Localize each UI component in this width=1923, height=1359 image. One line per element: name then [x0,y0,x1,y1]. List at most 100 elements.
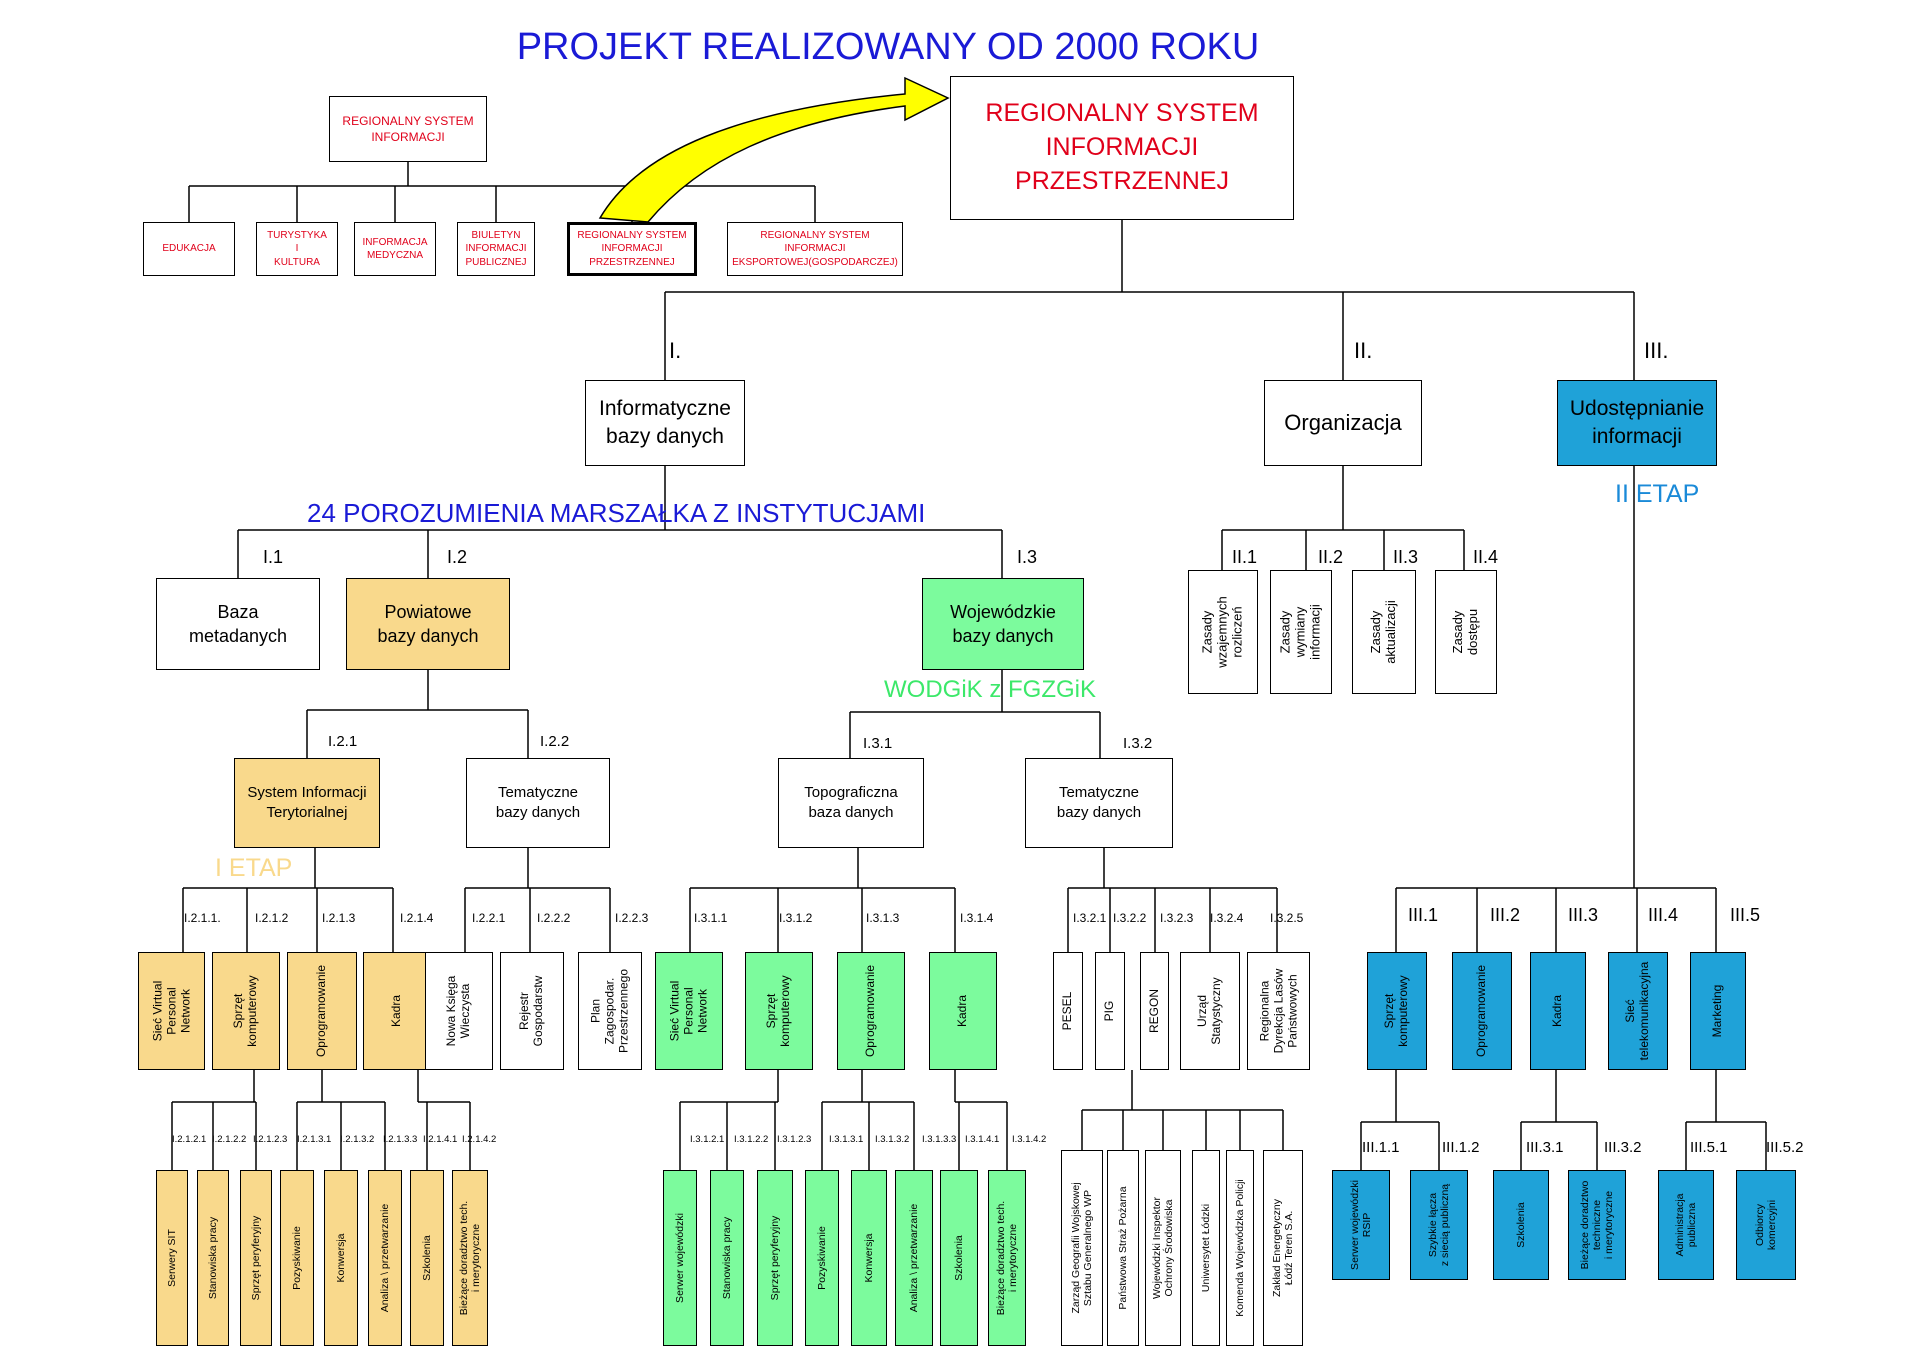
i21-child-num-1: I.2.1.2 [255,911,289,925]
i31-child-num-3: I.3.1.4 [960,911,994,925]
green-leaf-num-3: I.3.1.3.1 [829,1134,864,1145]
i31-child-box-0-label: Sieć Virtual Personal Network [667,980,709,1042]
i32-child-box-4: Regionalna Dyrekcja Lasów Państwowych [1247,952,1310,1070]
i31-child-box-2-label: Oprogramowanie [863,964,878,1058]
i21-child-box-0-label: Sieć Virtual Personal Network [149,980,192,1042]
i32-num: I.3.2 [1123,735,1153,752]
i31-child-box-2: Oprogramowanie [837,952,905,1070]
i31-child-num-2: I.3.1.3 [866,911,900,925]
access-child-num-1: III.2 [1490,905,1521,925]
i31-child-box-3: Kadra [929,952,997,1070]
branch-2-num: II. [1354,338,1373,363]
green-leaf-box-1-label: Stanowiska pracy [720,1216,733,1300]
i32-box: Tematyczne bazy danych [1025,758,1173,848]
agreements-label: 24 POROZUMIENIA MARSZAŁKA Z INSTYTUCJAMI [307,498,926,528]
rsi-child-box-4: REGIONALNY SYSTEM INFORMACJI PRZESTRZENN… [567,222,697,276]
i32-child-num-0: I.3.2.1 [1073,911,1107,925]
access-leaf-box-2: Szkolenia [1493,1170,1549,1280]
access-leaf-box-0-label: Serwer wojewódzki RSIP [1348,1180,1373,1270]
green-leaf-num-7: I.3.1.4.2 [1012,1134,1047,1145]
i31-child-box-0: Sieć Virtual Personal Network [655,952,723,1070]
rsi-child-box-0: EDUKACJA [143,222,235,276]
access-child-num-4: III.5 [1730,905,1761,925]
i22-child-num-2: I.2.2.3 [615,911,649,925]
main-root-box: REGIONALNY SYSTEM INFORMACJI PRZESTRZENN… [950,76,1294,220]
access-leaf-box-4: Administracja publiczna [1658,1170,1714,1280]
yellow-leaf-num-4: I.2.1.3.2 [340,1134,375,1145]
i22-child-box-1-label: Rejestr Gospodarstw [517,975,545,1047]
access-leaf-num-5: III.5.2 [1766,1139,1804,1156]
yellow-leaf-box-4: Konwersja [324,1170,358,1346]
i21-child-num-2: I.2.1.3 [322,911,356,925]
white-leaf-box-5: Zakład Energetyczny Łódź Teren S.A. [1263,1150,1303,1346]
etap-1-label: I ETAP [215,854,293,882]
access-leaf-box-3-label: Bieżące doradztwo techniczne i merytoryc… [1578,1180,1616,1270]
branch-3-num: III. [1644,338,1669,363]
access-child-box-4-label: Marketing [1710,984,1725,1038]
yellow-leaf-box-6: Szkolenia [410,1170,444,1346]
green-leaf-box-7: Bieżące doradztwo tech. i merytoryczne [988,1170,1026,1346]
white-leaf-box-0: Zarząd Geografii Wojskowej Sztabu Genera… [1061,1150,1103,1346]
i32-child-box-0-label: PESEL [1060,991,1075,1031]
green-leaf-box-1: Stanowiska pracy [710,1170,744,1346]
access-child-num-2: III.3 [1568,905,1599,925]
rsi-child-box-1: TURYSTYKA I KULTURA [256,222,338,276]
green-leaf-num-4: I.3.1.3.2 [875,1134,910,1145]
green-leaf-box-2-label: Sprzęt peryferyjny [768,1215,781,1301]
access-leaf-box-4-label: Administracja publiczna [1673,1193,1698,1257]
white-leaf-box-2-label: Wojewódzki Inspektor Ochrony Środowiska [1150,1197,1175,1299]
green-leaf-num-5: I.3.1.3.3 [922,1134,957,1145]
i21-child-box-2: Oprogramowanie [287,952,357,1070]
access-leaf-box-5: Odbiorcy komercyjni [1736,1170,1796,1280]
green-leaf-box-5: Analiza \ przetwarzanie [895,1170,933,1346]
i3-num: I.3 [1017,547,1038,567]
i21-num: I.2.1 [328,733,358,750]
i31-child-num-1: I.3.1.2 [779,911,813,925]
green-leaf-box-3: Pozyskiwanie [805,1170,839,1346]
etap-2-label: II ETAP [1615,480,1700,508]
org-child-box-2-label: Zasady aktualizacji [1368,600,1398,664]
white-leaf-box-1: Państwowa Straż Pożarna [1107,1150,1139,1346]
access-child-box-2-label: Kadra [1550,994,1565,1028]
page-title: PROJEKT REALIZOWANY OD 2000 ROKU [516,26,1260,68]
white-leaf-box-0-label: Zarząd Geografii Wojskowej Sztabu Genera… [1069,1182,1094,1314]
i22-child-box-2: Plan Zagospodar. Przestrzennego [578,952,642,1070]
white-leaf-box-4-label: Komenda Wojewódzka Policji [1233,1179,1246,1317]
i31-num: I.3.1 [863,735,893,752]
access-leaf-box-0: Serwer wojewódzki RSIP [1332,1170,1390,1280]
org-child-num-2: II.3 [1393,547,1419,567]
i22-child-box-2-label: Plan Zagospodar. Przestrzennego [588,968,630,1054]
branch-1-box: Informatyczne bazy danych [585,380,745,466]
green-leaf-box-7-label: Bieżące doradztwo tech. i merytoryczne [994,1200,1019,1316]
branch-2-box: Organizacja [1264,380,1422,466]
i32-child-num-4: I.3.2.5 [1270,911,1304,925]
yellow-leaf-box-7-label: Bieżące doradztwo tech. i merytoryczne [457,1200,482,1316]
yellow-leaf-box-4-label: Konwersja [334,1233,347,1283]
i21-child-box-1: Sprzęt komputerowy [212,952,280,1070]
i21-child-box-3: Kadra [363,952,430,1070]
yellow-leaf-num-5: I.2.1.3.3 [383,1134,418,1145]
i21-child-num-3: I.2.1.4 [400,911,434,925]
org-child-box-1-label: Zasady wymiany informacji [1277,604,1323,660]
org-child-num-3: II.4 [1473,547,1499,567]
yellow-leaf-num-2: I.2.1.2.3 [253,1134,288,1145]
access-leaf-box-5-label: Odbiorcy komercyjni [1753,1199,1778,1251]
green-leaf-num-6: I.3.1.4.1 [965,1134,1000,1145]
i31-child-num-0: I.3.1.1 [694,911,728,925]
white-leaf-box-2: Wojewódzki Inspektor Ochrony Środowiska [1145,1150,1181,1346]
access-leaf-box-1: Szybkie łącza z siecią publiczną [1410,1170,1468,1280]
i31-child-box-1: Sprzęt komputerowy [745,952,813,1070]
org-child-num-1: II.2 [1318,547,1344,567]
yellow-leaf-box-1-label: Stanowiska pracy [206,1216,219,1300]
green-leaf-box-0: Serwer wojewódzki [663,1170,697,1346]
org-child-box-3-label: Zasady dostępu [1450,608,1480,656]
i32-child-num-3: I.3.2.4 [1210,911,1244,925]
white-leaf-box-3-label: Uniwersytet Łódzki [1199,1203,1212,1293]
i22-child-num-0: I.2.2.1 [472,911,506,925]
access-child-num-0: III.1 [1408,905,1439,925]
yellow-leaf-box-5: Analiza \ przetwarzanie [368,1170,402,1346]
i21-box: System Informacji Terytorialnej [234,758,380,848]
i32-child-box-0: PESEL [1053,952,1083,1070]
wodgik-label: WODGiK z FGZGiK [884,676,1096,703]
access-leaf-box-1-label: Szybkie łącza z siecią publiczną [1426,1183,1451,1267]
